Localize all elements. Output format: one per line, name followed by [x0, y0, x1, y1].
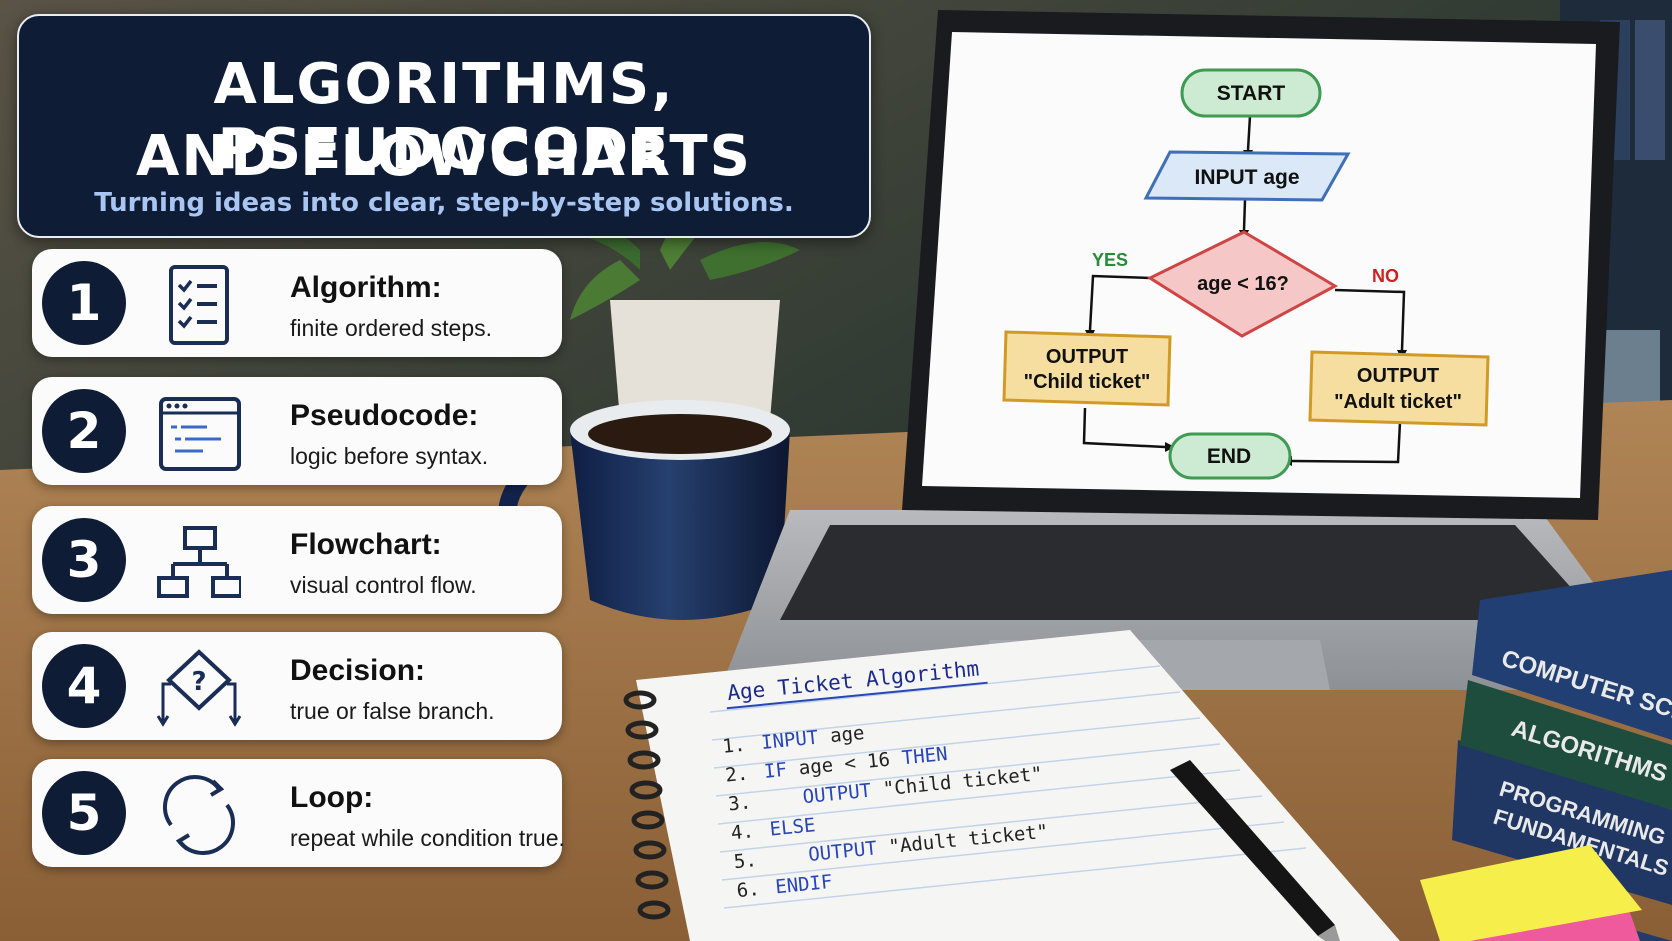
step-number: 2: [42, 389, 126, 473]
card-decision: 4 ? Decision: true or false branch.: [32, 632, 562, 740]
loop-arrows-icon: [163, 775, 235, 855]
card-flowchart: 3 Flowchart: visual control flow.: [32, 506, 562, 614]
input-node: [1143, 150, 1351, 202]
step-number: 3: [42, 518, 126, 602]
decision-label: age < 16?: [1197, 273, 1289, 295]
output-adult-label-2: "Adult ticket": [1334, 391, 1462, 413]
yes-label: YES: [1092, 250, 1128, 270]
card-description: repeat while condition true.: [290, 825, 565, 851]
flowchart-icon: [157, 526, 241, 598]
output-child-label-1: OUTPUT: [1046, 346, 1128, 368]
card-pseudocode: 2 Pseudocode: logic before syntax.: [32, 377, 562, 485]
card-title: Decision:: [290, 654, 426, 687]
card-loop: 5 Loop: repeat while condition true.: [32, 759, 565, 867]
no-label: NO: [1372, 266, 1399, 286]
start-label: START: [1217, 82, 1286, 105]
step-number: 1: [42, 261, 126, 345]
card-description: finite ordered steps.: [290, 315, 493, 341]
output-adult-label-1: OUTPUT: [1357, 365, 1439, 387]
output-child-node: [1002, 330, 1172, 407]
flowchart: START INPUT age age < 16? YES NO OUTPUT …: [1002, 68, 1490, 480]
decision-diamond-icon: ?: [157, 649, 241, 727]
input-label: INPUT age: [1194, 166, 1299, 189]
end-label: END: [1207, 445, 1251, 468]
pen: [1170, 760, 1340, 941]
checklist-icon: [169, 265, 229, 345]
card-description: logic before syntax.: [290, 443, 489, 469]
end-node: [1168, 432, 1292, 480]
card-description: visual control flow.: [290, 572, 477, 598]
sticky-notes: [1420, 845, 1642, 941]
card-description: true or false branch.: [290, 698, 495, 724]
svg-text:?: ?: [191, 667, 206, 697]
step-number: 5: [42, 771, 126, 855]
output-adult-node: [1308, 350, 1490, 427]
card-title: Flowchart:: [290, 528, 442, 561]
card-title: Pseudocode:: [290, 399, 479, 432]
start-node: [1180, 68, 1322, 118]
card-title: Algorithm:: [290, 271, 442, 304]
pseudocode-line: 4.ELSE: [730, 814, 816, 844]
card-title: Loop:: [290, 781, 374, 814]
page-title-line-2: AND FLOWCHARTS: [136, 124, 752, 189]
title-panel: ALGORITHMS, PSEUDOCODE AND FLOWCHARTS Tu…: [17, 14, 871, 238]
code-window-icon: [159, 397, 241, 471]
output-child-label-2: "Child ticket": [1024, 371, 1151, 393]
page-title-line-1: ALGORITHMS, PSEUDOCODE: [213, 52, 675, 182]
page-subtitle: Turning ideas into clear, step-by-step s…: [94, 188, 794, 218]
step-number: 4: [42, 644, 126, 728]
notebook: [623, 630, 1400, 941]
decision-node: [1146, 230, 1339, 338]
card-algorithm: 1 Algorithm: finite ordered steps.: [32, 249, 562, 357]
